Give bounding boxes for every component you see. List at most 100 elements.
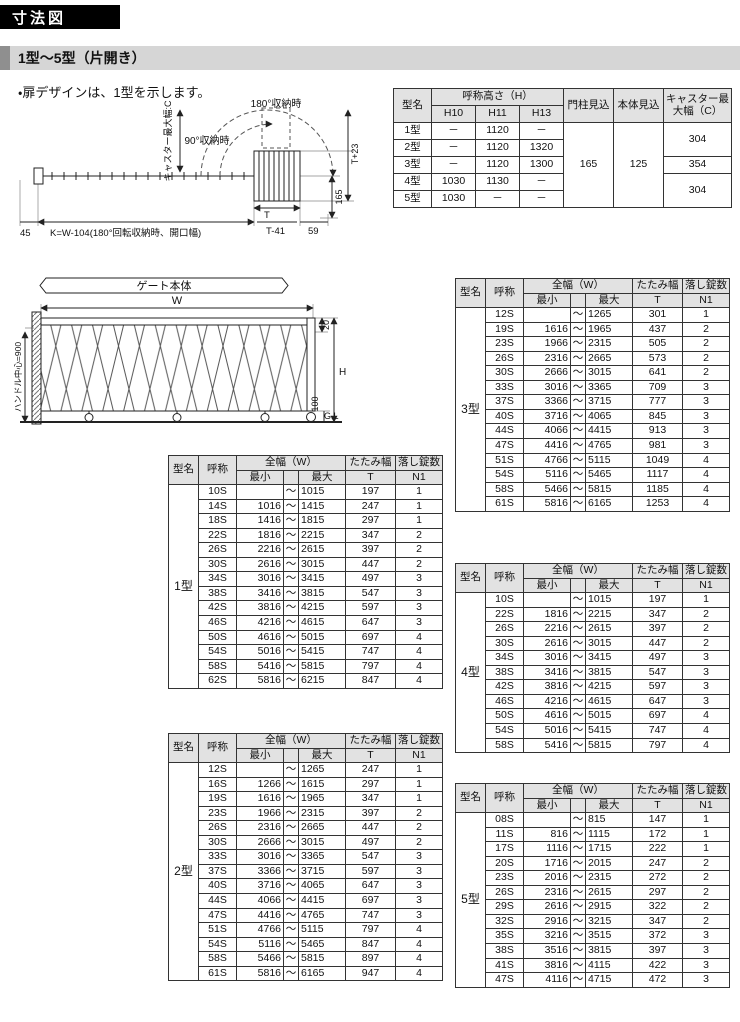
fold-width-cell: 747 (345, 907, 396, 924)
size-code-cell: 42S (485, 679, 524, 695)
lock-count-cell: 3 (682, 693, 730, 710)
fold-width-cell: 497 (345, 571, 396, 587)
width-min-cell: 5016 (236, 644, 284, 660)
range-separator: ～ (283, 805, 299, 822)
size-code-cell: 33S (198, 849, 237, 865)
size-code-cell: 30S (198, 556, 237, 573)
fold-width-cell: 347 (632, 606, 683, 623)
width-max-cell: 3015 (298, 556, 346, 573)
range-separator: ～ (283, 820, 299, 836)
fold-width-cell: 897 (345, 951, 396, 967)
width-max-cell: 5015 (585, 708, 633, 725)
fold-width-cell: 372 (632, 928, 683, 945)
range-separator: ～ (570, 336, 586, 352)
lock-count-cell: 3 (395, 600, 443, 617)
size-code-cell: 34S (198, 571, 237, 587)
width-min-cell: 5816 (236, 965, 284, 982)
col-fold-sub-header: T (632, 292, 683, 309)
col-fold-sub-header: T (345, 469, 396, 486)
width-max-cell: 1815 (298, 513, 346, 529)
range-separator: ～ (570, 423, 586, 440)
table-row: 5型 1030 － － (393, 190, 732, 208)
col-fold-sub-header: T (632, 577, 683, 594)
fold-width-cell: 297 (345, 513, 396, 529)
range-separator: ～ (570, 928, 586, 945)
fold-width-cell: 547 (345, 585, 396, 602)
size-code-cell: 26S (198, 542, 237, 558)
size-code-cell: 34S (485, 650, 524, 666)
size-code-cell: 30S (198, 834, 237, 851)
width-max-cell: 4215 (298, 600, 346, 617)
size-code-cell: 54S (198, 936, 237, 953)
width-max-cell: 3815 (585, 943, 633, 959)
gate-body-label: ゲート本体 (137, 279, 192, 293)
width-min-cell: 3516 (523, 943, 571, 959)
width-max-cell: 4415 (298, 893, 346, 909)
width-min-cell (523, 592, 571, 608)
lock-count-cell: 4 (682, 481, 730, 498)
width-max-cell: 1965 (298, 791, 346, 807)
width-max-cell: 1015 (585, 592, 633, 608)
width-max-cell: 3715 (585, 394, 633, 410)
range-separator: ～ (570, 913, 586, 930)
width-max-cell: 4715 (585, 972, 633, 988)
size-code-cell: 61S (485, 496, 524, 512)
col-max-header: 最大 (585, 577, 633, 594)
fold-width-cell: 797 (632, 737, 683, 754)
size-code-cell: 12S (485, 307, 524, 323)
width-max-cell: 3215 (585, 913, 633, 930)
fold-width-cell: 147 (632, 812, 683, 828)
range-separator: ～ (570, 467, 586, 483)
h11-cell: 1120 (475, 139, 520, 157)
range-separator: ～ (283, 965, 299, 982)
range-separator: ～ (283, 834, 299, 851)
size-code-cell: 61S (198, 965, 237, 982)
width-max-cell: 5815 (298, 951, 346, 967)
col-min-header: 最小 (236, 469, 284, 486)
range-separator: ～ (283, 513, 299, 529)
col-locks-sub-header: N1 (395, 469, 443, 486)
rotation-arc-90 (219, 120, 273, 177)
width-max-cell: 1265 (585, 307, 633, 323)
size-code-cell: 38S (485, 664, 524, 681)
fold-width-cell: 1117 (632, 467, 683, 483)
size-code-cell: 51S (198, 922, 237, 938)
range-separator: ～ (570, 870, 586, 886)
caster-value-cell: 304 (663, 173, 732, 208)
width-max-cell: 3815 (585, 664, 633, 681)
width-min-cell: 1966 (523, 336, 571, 352)
width-max-cell: 4215 (585, 679, 633, 695)
width-max-cell: 5465 (298, 936, 346, 953)
fold-width-cell: 697 (345, 893, 396, 909)
size-code-cell: 26S (485, 884, 524, 901)
model-name-cell: 3型 (393, 156, 432, 174)
caster-value-cell: 304 (663, 122, 732, 157)
width-min-cell: 2616 (236, 556, 284, 573)
lock-count-cell: 1 (682, 592, 730, 608)
fold-width-cell: 547 (345, 849, 396, 865)
col-model-header: 型名 (168, 454, 199, 486)
lock-count-cell: 1 (682, 826, 730, 843)
range-separator: ～ (283, 644, 299, 660)
size-code-cell: 26S (485, 621, 524, 637)
range-separator: ～ (283, 498, 299, 515)
range-separator: ～ (570, 592, 586, 608)
range-separator: ～ (570, 723, 586, 739)
lock-count-cell: 4 (395, 922, 443, 938)
width-max-cell: 3815 (298, 585, 346, 602)
range-separator: ～ (283, 849, 299, 865)
extension-lines (19, 150, 354, 226)
